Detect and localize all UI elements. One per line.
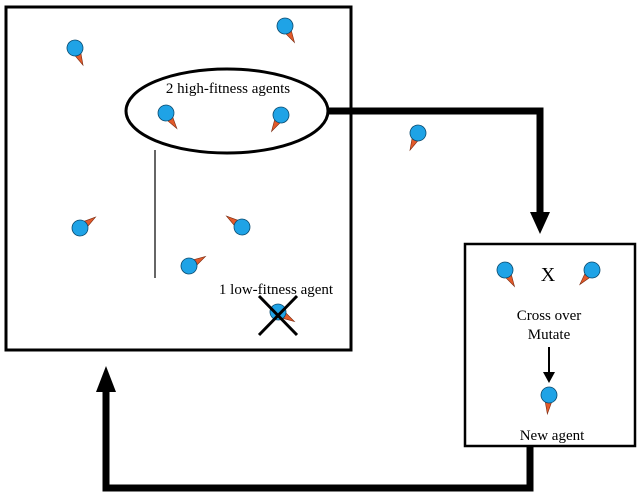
agent-6-icon bbox=[71, 216, 97, 237]
agent-body bbox=[66, 39, 84, 57]
agent-body bbox=[71, 219, 89, 237]
agent-9-low-fitness-icon bbox=[269, 303, 296, 323]
breeding-box bbox=[463, 242, 637, 448]
agent-body bbox=[233, 218, 251, 236]
agent-4-high-fitness-icon bbox=[270, 106, 290, 133]
agent-body bbox=[276, 17, 294, 35]
agent-body bbox=[157, 104, 175, 122]
population-box bbox=[4, 5, 353, 352]
agent-new-icon bbox=[540, 386, 558, 416]
agent-body bbox=[540, 386, 558, 404]
flow-arrow-return bbox=[102, 388, 534, 492]
agent-body bbox=[496, 261, 514, 279]
agent-7-icon bbox=[225, 215, 251, 236]
agent-1-icon bbox=[66, 39, 84, 67]
agent-parent-2-icon bbox=[579, 261, 601, 286]
agent-parent-1-icon bbox=[496, 261, 516, 288]
agent-2-icon bbox=[276, 17, 296, 44]
selection-ellipse bbox=[124, 67, 330, 155]
x-mark-icon bbox=[257, 294, 299, 337]
agent-5-icon bbox=[409, 124, 427, 152]
flow-arrow-to-breeding bbox=[328, 107, 544, 218]
mutate-label: Mutate bbox=[528, 327, 571, 343]
agent-8-icon bbox=[180, 255, 207, 275]
breed-arrowhead bbox=[543, 372, 555, 383]
flow-arrowhead-up bbox=[96, 366, 116, 392]
high-fitness-label: 2 high-fitness agents bbox=[166, 81, 290, 97]
flow-arrowhead-down bbox=[530, 212, 550, 234]
agent-body bbox=[409, 124, 427, 142]
agent-3-high-fitness-icon bbox=[157, 104, 178, 130]
agent-body bbox=[180, 257, 198, 275]
agent-body bbox=[272, 106, 290, 124]
agents-layer bbox=[66, 17, 601, 416]
new-agent-label: New agent bbox=[520, 428, 585, 444]
cross-symbol: X bbox=[541, 264, 556, 286]
agent-body bbox=[269, 303, 287, 321]
low-fitness-label: 1 low-fitness agent bbox=[219, 282, 334, 298]
cross-over-label: Cross over bbox=[517, 308, 582, 324]
agent-body bbox=[583, 261, 601, 279]
